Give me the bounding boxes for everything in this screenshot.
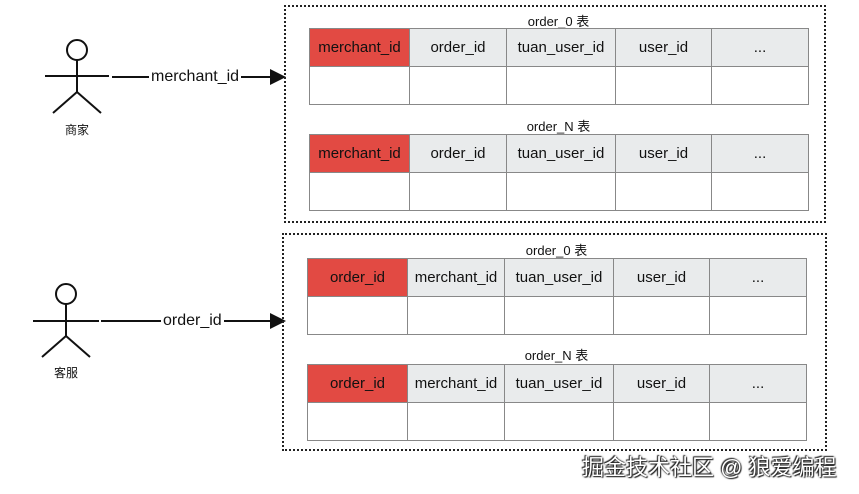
table-title: order_0 表 <box>525 243 588 258</box>
column-cell: merchant_id <box>407 258 505 297</box>
column-cell: ... <box>711 28 809 67</box>
customer-service-actor-icon <box>33 283 99 358</box>
empty-cell <box>711 172 809 211</box>
merchant-shard-group <box>284 5 826 223</box>
empty-cell <box>709 402 807 441</box>
column-cell: tuan_user_id <box>506 28 616 67</box>
empty-cell <box>613 402 710 441</box>
merchant-edge-label: merchant_id <box>149 68 242 86</box>
empty-cell <box>615 66 712 105</box>
shard-table: merchant_id order_id tuan_user_id user_i… <box>309 28 809 105</box>
column-cell: ... <box>711 134 809 173</box>
key-column-cell: merchant_id <box>309 28 410 67</box>
table-title: order_0 表 <box>527 14 590 29</box>
empty-cell <box>504 402 614 441</box>
empty-cell <box>409 66 507 105</box>
empty-cell <box>506 172 616 211</box>
empty-cell <box>407 402 505 441</box>
empty-cell <box>307 296 408 335</box>
empty-cell <box>709 296 807 335</box>
empty-cell <box>307 402 408 441</box>
column-cell: ... <box>709 364 807 403</box>
column-cell: order_id <box>409 134 507 173</box>
column-cell: user_id <box>613 364 710 403</box>
empty-cell <box>506 66 616 105</box>
column-cell: merchant_id <box>407 364 505 403</box>
column-cell: user_id <box>615 28 712 67</box>
column-cell: tuan_user_id <box>504 258 614 297</box>
empty-cell <box>407 296 505 335</box>
empty-cell <box>309 172 410 211</box>
column-cell: order_id <box>409 28 507 67</box>
merchant-actor-icon <box>45 39 109 114</box>
empty-cell <box>615 172 712 211</box>
column-cell: user_id <box>615 134 712 173</box>
key-column-cell: merchant_id <box>309 134 410 173</box>
empty-cell <box>504 296 614 335</box>
customer-service-shard-group <box>282 233 827 451</box>
column-cell: user_id <box>613 258 710 297</box>
column-cell: tuan_user_id <box>504 364 614 403</box>
watermark: 掘金技术社区 @ 狼爱编程 <box>582 455 837 480</box>
empty-cell <box>613 296 710 335</box>
customer-service-actor-label: 客服 <box>53 366 78 380</box>
shard-table: order_id merchant_id tuan_user_id user_i… <box>307 258 807 335</box>
key-column-cell: order_id <box>307 364 408 403</box>
empty-cell <box>409 172 507 211</box>
key-column-cell: order_id <box>307 258 408 297</box>
column-cell: tuan_user_id <box>506 134 616 173</box>
table-title: order_N 表 <box>526 119 591 134</box>
shard-table: merchant_id order_id tuan_user_id user_i… <box>309 134 809 211</box>
column-cell: ... <box>709 258 807 297</box>
customer-service-edge-label: order_id <box>161 312 224 330</box>
shard-table: order_id merchant_id tuan_user_id user_i… <box>307 364 807 441</box>
merchant-actor-label: 商家 <box>64 123 89 137</box>
empty-cell <box>309 66 410 105</box>
empty-cell <box>711 66 809 105</box>
table-title: order_N 表 <box>524 348 589 363</box>
